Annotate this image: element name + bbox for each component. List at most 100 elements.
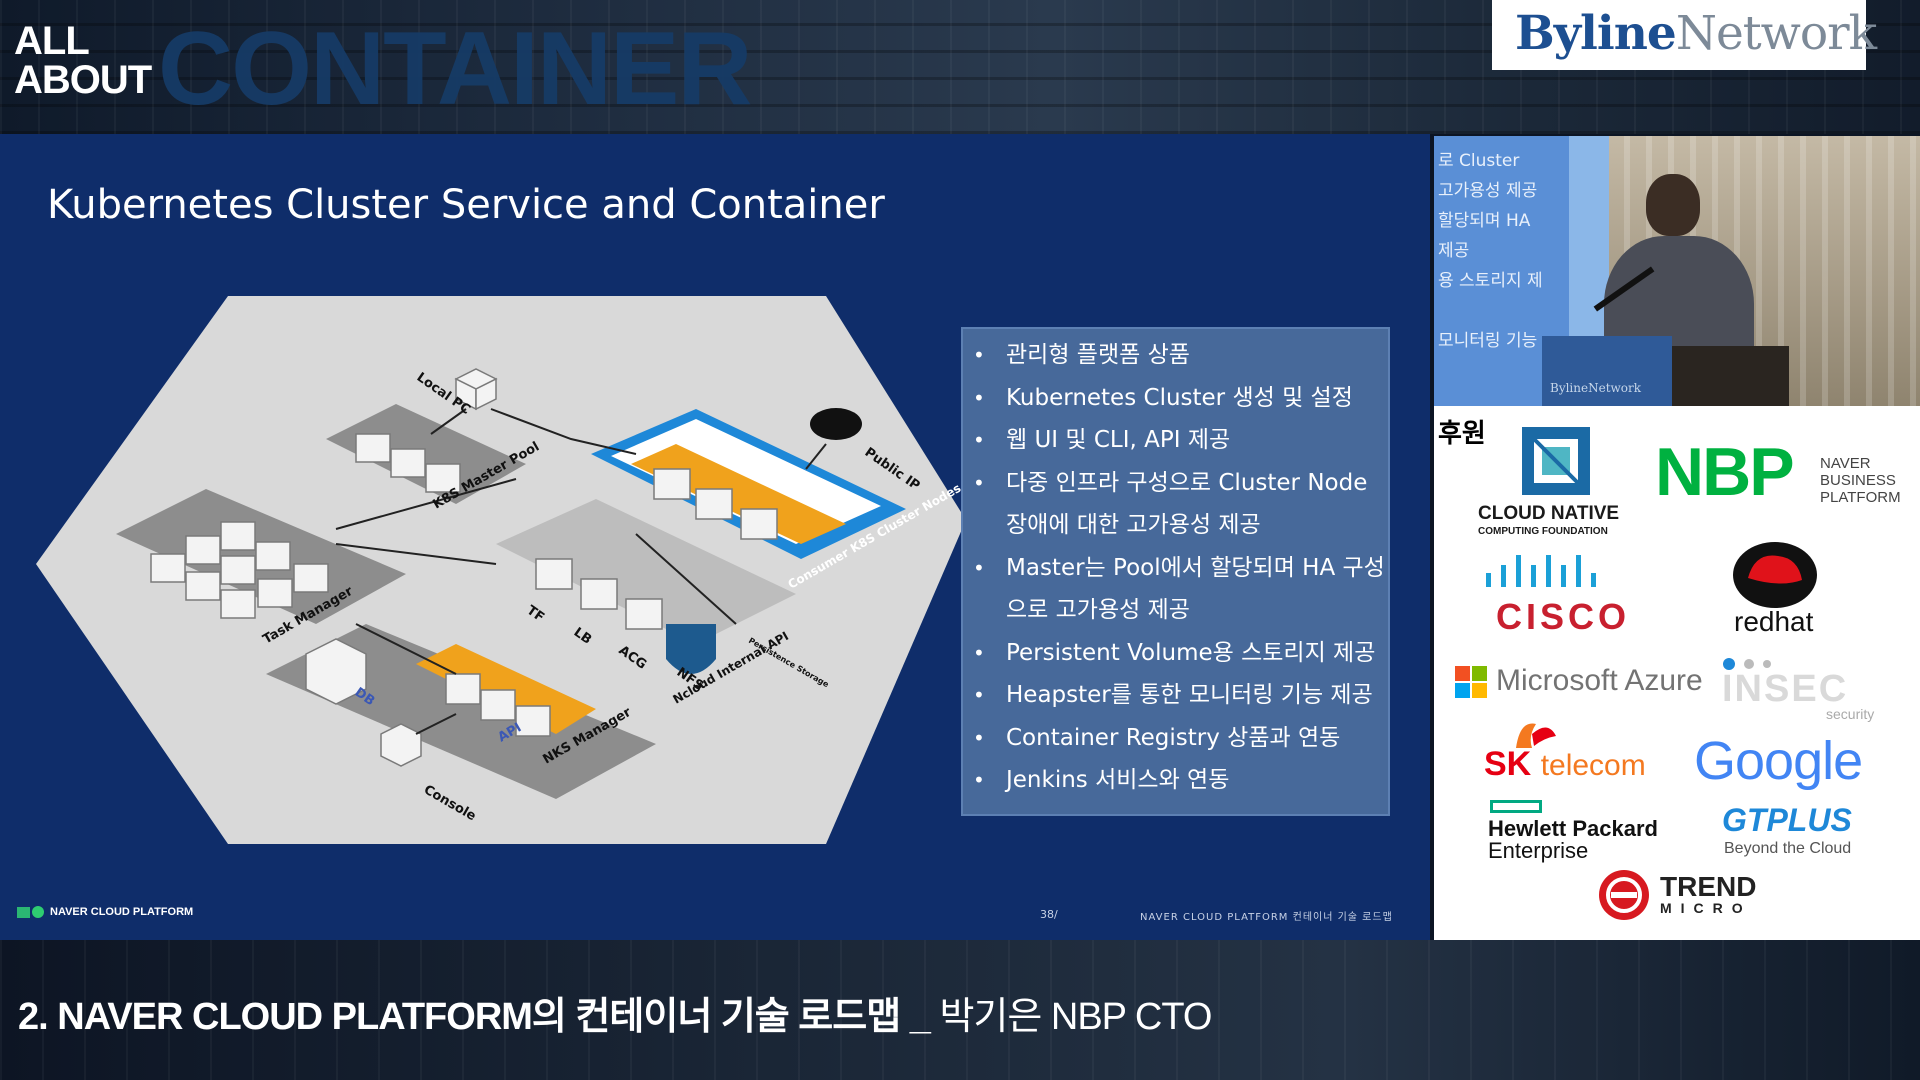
speaker-name: 박기은 NBP CTO xyxy=(929,996,1212,1038)
container-word: CONTAINER xyxy=(158,11,752,127)
nbp-sub-3: PLATFORM xyxy=(1820,489,1901,506)
all-about-label: ALL ABOUT xyxy=(14,19,152,100)
podium-label: BylineNetwork xyxy=(1550,381,1642,395)
speaker-head xyxy=(1646,174,1700,236)
link-nodes-storage xyxy=(635,533,737,625)
trend-micro-icon xyxy=(1599,870,1649,920)
task-node-2 xyxy=(185,535,221,565)
master-node-2 xyxy=(390,448,426,478)
consumer-node-2 xyxy=(695,488,733,520)
insec-dots-icon xyxy=(1723,658,1771,670)
public-ip-cloud xyxy=(810,408,862,440)
link-pc-master xyxy=(430,408,467,435)
link-cloud-nodes xyxy=(805,443,827,470)
link-pc-nodes xyxy=(490,408,637,455)
network-platform xyxy=(496,499,796,644)
link-task-api xyxy=(355,623,457,675)
insec-text: INSEC xyxy=(1722,668,1849,710)
master-pool-platform xyxy=(326,404,526,504)
feature-item: 웹 UI 및 CLI, API 제공 xyxy=(968,419,1388,462)
feature-item: Kubernetes Cluster 생성 및 설정 xyxy=(968,377,1388,420)
feature-item: Master는 Pool에서 할당되며 HA 구성으로 고가용성 제공 xyxy=(968,547,1388,632)
feature-item: Container Registry 상품과 연동 xyxy=(968,717,1388,760)
byline-logo-box xyxy=(1492,0,1866,70)
naver-logo-square-icon xyxy=(17,906,30,918)
db-hexagon xyxy=(305,638,367,705)
console-hexagon xyxy=(380,723,422,767)
naver-logo-circle-icon xyxy=(32,906,44,919)
task-node-1 xyxy=(150,553,186,583)
speaker-camera-feed: 로 Cluster 고가용성 제공 할당되며 HA 제공 용 스토리지 제 모니… xyxy=(1434,136,1920,406)
trend-text: TREND xyxy=(1660,871,1757,902)
acg-cube xyxy=(625,598,663,630)
hpe-line-1: Hewlett Packard xyxy=(1488,816,1658,841)
lb-cube xyxy=(580,578,618,610)
insec-logo: INSEC xyxy=(1722,668,1848,711)
podium-front xyxy=(1542,336,1672,406)
cisco-bars-icon xyxy=(1486,555,1596,587)
nbp-subtitle: NAVER BUSINESS PLATFORM xyxy=(1820,455,1901,506)
feature-item: Heapster를 통한 모니터링 기능 제공 xyxy=(968,674,1388,717)
feature-item: 관리형 플랫폼 상품 xyxy=(968,334,1388,377)
task-node-8 xyxy=(257,578,293,608)
sk-text: SK xyxy=(1484,745,1532,783)
google-logo: Google xyxy=(1694,731,1863,791)
task-node-9 xyxy=(293,563,329,593)
footer-logo-text: NAVER CLOUD PLATFORM xyxy=(50,906,194,918)
hpe-rectangle-icon xyxy=(1490,800,1542,813)
feature-item: Jenkins 서비스와 연동 xyxy=(968,759,1388,802)
task-node-6 xyxy=(255,541,291,571)
cncf-logo-icon xyxy=(1522,427,1590,495)
insec-security-label: security xyxy=(1826,706,1875,722)
consumer-node-3 xyxy=(740,508,778,540)
lower-third-title: 2. NAVER CLOUD PLATFORM의 컨테이너 기술 로드맵 _ 박… xyxy=(18,985,1212,1040)
link-task-tf xyxy=(335,543,497,565)
master-node-1 xyxy=(355,433,391,463)
microsoft-windows-icon xyxy=(1455,666,1487,698)
consumer-node-1 xyxy=(653,468,691,500)
api-node-2 xyxy=(480,689,516,721)
slide-footer-text: NAVER CLOUD PLATFORM 컨테이너 기술 로드맵 xyxy=(1140,912,1393,923)
api-node-1 xyxy=(445,673,481,705)
hpe-line-2: Enterprise xyxy=(1488,838,1589,863)
sponsors-title: 후원 xyxy=(1438,419,1486,449)
sponsors-panel xyxy=(1434,406,1920,940)
feature-item: 다중 인프라 구성으로 Cluster Node 장애에 대한 고가용성 제공 xyxy=(968,462,1388,547)
all-about-line1: ALL xyxy=(14,19,90,63)
slide-page-number: 38/ xyxy=(1040,908,1058,921)
link-console-api xyxy=(415,713,457,735)
redhat-hat-icon xyxy=(1733,542,1817,608)
telecom-text: telecom xyxy=(1540,749,1646,782)
redhat-logo: redhat xyxy=(1734,606,1814,637)
architecture-diagram: Local PC K8S Master Pool Task Manager DB… xyxy=(36,296,966,844)
micro-text: MICRO xyxy=(1660,900,1752,916)
sk-telecom-logo: SK telecom xyxy=(1484,745,1646,784)
byline-brand-part2: Network xyxy=(1675,6,1877,61)
cncf-text-1: CLOUD NATIVE xyxy=(1478,503,1620,524)
byline-brand-part1: Byline xyxy=(1515,6,1677,61)
slide-title: Kubernetes Cluster Service and Container xyxy=(47,182,885,228)
gtplus-tagline: Beyond the Cloud xyxy=(1724,840,1852,857)
api-arrow xyxy=(416,644,596,734)
task-node-5 xyxy=(220,555,256,585)
link-task-master xyxy=(335,478,517,530)
local-pc-cube-right xyxy=(475,377,497,411)
feature-list: 관리형 플랫폼 상품 Kubernetes Cluster 생성 및 설정 웹 … xyxy=(968,334,1388,802)
nbp-sub-2: BUSINESS xyxy=(1820,472,1896,489)
session-title: 2. NAVER CLOUD PLATFORM의 컨테이너 기술 로드맵 _ xyxy=(18,996,931,1038)
task-node-4 xyxy=(185,571,221,601)
gtplus-logo: GTPLUS xyxy=(1722,802,1852,838)
hpe-logo: Hewlett Packard Enterprise xyxy=(1488,818,1658,862)
task-node-3 xyxy=(220,521,256,551)
trend-micro-logo: TREND MICRO xyxy=(1660,871,1757,917)
sk-butterfly-icon xyxy=(1516,723,1556,748)
nbp-sub-1: NAVER xyxy=(1820,455,1871,472)
microsoft-azure-logo: Microsoft Azure xyxy=(1496,664,1703,697)
tf-cube xyxy=(535,558,573,590)
nfs-shield xyxy=(666,624,716,674)
naver-cloud-footer-logo: NAVER CLOUD PLATFORM xyxy=(17,906,194,919)
presentation-slide: Kubernetes Cluster Service and Container xyxy=(0,134,1430,940)
nbp-logo: NBP xyxy=(1655,434,1795,510)
projector-screen-text: 로 Cluster 고가용성 제공 할당되며 HA 제공 용 스토리지 제 모니… xyxy=(1438,151,1543,351)
cncf-text-2: COMPUTING FOUNDATION xyxy=(1478,526,1608,537)
